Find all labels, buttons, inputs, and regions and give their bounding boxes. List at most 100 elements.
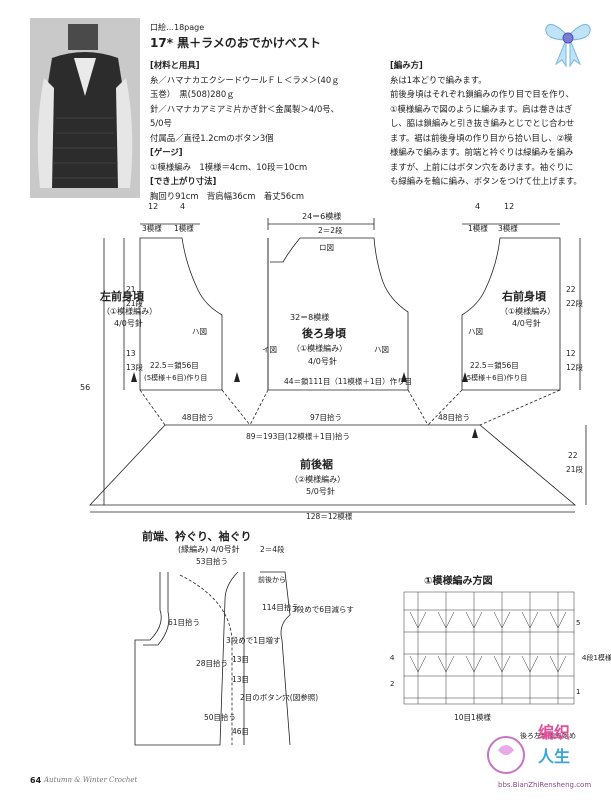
side-left-c: 13 (126, 349, 136, 358)
chart-row-5: 5 (576, 619, 580, 627)
back-bottom: 44＝鎖111目（11模様＋1目）作り目 (284, 376, 412, 386)
edging-114: 114目拾う (262, 602, 299, 612)
edging-rows: 2＝4段 (260, 544, 285, 554)
left-front-bottom2: (5模様＋6目)作り目 (144, 373, 207, 382)
side-right-f: 21段 (566, 464, 584, 474)
materials-section: [材料と用具] 糸／ハマナカエクシードウールＦＬ＜ラメ＞(40ｇ 玉巻） 黒(5… (150, 58, 385, 203)
side-left-b: 21段 (126, 298, 144, 308)
method-line: 様編みで編みます。前端と衿ぐりは緑編みを編み (390, 147, 574, 157)
gauge-line: ①模様編み 1模様＝4cm、10段＝10cm (150, 161, 308, 172)
method-section: [編み方] 糸は1本どりで編みます。 前後身頃はそれぞれ鎖編みの作り目で目を作り… (390, 58, 605, 189)
hem-pattern: （②模様編み） (290, 474, 345, 484)
right-front-needle: 4/0号針 (512, 318, 541, 328)
svg-text:人生: 人生 (538, 747, 570, 766)
edging-title: 前端、衿ぐり、袖ぐり (142, 529, 252, 543)
left-front-needle: 4/0号針 (114, 318, 143, 328)
edging-pick-28: 28目拾う (196, 658, 228, 668)
chart-row-4: 4 (390, 654, 395, 662)
right-front-bottom: 22.5＝鎖56目 (470, 360, 519, 370)
edging-46: 46目 (232, 727, 249, 736)
back-title: 後ろ身頃 (302, 326, 347, 340)
hem-pick-right: 48目拾う (438, 412, 470, 422)
back-ha-label: ハ図 (374, 345, 389, 354)
method-line: 糸は1本どりで編みます。 (390, 74, 487, 85)
chart-row-2: 2 (390, 680, 394, 688)
back-top-width: 24＝6模様 (302, 211, 341, 221)
page-number: 64 (30, 776, 42, 785)
edging-left-outline (134, 571, 239, 746)
footer-publication: Autumn & Winter Crochet (44, 776, 138, 784)
chart-grid (403, 591, 575, 705)
edging-13b: 13目 (232, 675, 249, 684)
materials-line: 針／ハマナカアミアミ片かぎ針＜金属製＞4/0号、 (150, 103, 340, 114)
back-pattern: （①模様編み） (292, 343, 347, 353)
hem-pick-left: 48目拾う (182, 412, 214, 422)
side-right-c: 12 (566, 349, 576, 358)
method-heading: [編み方] (390, 60, 423, 70)
hem-outline (89, 424, 577, 506)
right-dim-b: 1模様 (468, 223, 488, 233)
side-right-b: 22段 (566, 298, 584, 308)
chart-right-side: 4段1模様 (582, 653, 611, 662)
edging-inc: 3段めで1目増す (226, 635, 281, 645)
left-dim-a: 12 (148, 202, 158, 211)
chart-title: ①模様編み方図 (424, 574, 492, 587)
hem-pick-mid: 97目拾う (310, 412, 342, 422)
right-ha-label: ハ図 (468, 327, 483, 336)
materials-line: 糸／ハマナカエクシードウールＦＬ＜ラメ＞(40ｇ (150, 74, 340, 85)
left-dim-d: 1模様 (174, 223, 194, 233)
site-watermark-logo: 编织 人生 (476, 700, 606, 790)
left-ha-label: ハ図 (192, 327, 207, 336)
side-left-d: 13段 (126, 362, 144, 372)
edging-dec: 3段めで6目減らす (292, 604, 354, 614)
edging-sub: (縁編み) 4/0号針 (178, 544, 240, 554)
side-right-a: 22 (566, 285, 576, 294)
edging-buttonhole: 2目のボタン穴(図参照) (240, 692, 318, 702)
method-line: し、脇は鎖編みと引き抜き編みとじでとじ合わせ (390, 118, 575, 128)
size-line: 胸回り91cm 背肩幅36cm 着丈56cm (150, 190, 305, 201)
method-line: ①模様編みで図のように編みます。肩は巻きはぎ (390, 103, 573, 114)
side-left-a: 21 (126, 285, 136, 294)
back-outline (267, 237, 409, 391)
materials-line: 付属品／直径1.2cmのボタン3個 (150, 132, 274, 143)
left-dim-b: 3模様 (142, 223, 162, 233)
page-reference: 口絵…18page (150, 23, 205, 32)
left-front-outline (139, 237, 223, 391)
size-heading: [でき上がり寸法] (150, 176, 217, 186)
ro-figure-label: ロ図 (319, 243, 334, 252)
edging-pick-top: 53目拾う (196, 556, 228, 566)
hem-title: 前後裾 (300, 457, 333, 471)
edging-pick-61: 61目拾う (168, 617, 200, 627)
edging-pick-50: 50目拾う (204, 712, 236, 722)
total-length: 56 (80, 383, 90, 392)
right-front-outline (461, 237, 561, 391)
garment-photo (30, 18, 140, 198)
right-dim-a: 4 (475, 202, 480, 211)
hem-bottom: 128＝12模様 (306, 511, 353, 521)
method-line: ますが、上前にはボタン穴をあけます。袖ぐりに (390, 161, 574, 172)
back-width: 32＝8模様 (290, 312, 329, 322)
back-needle: 4/0号針 (308, 356, 337, 366)
method-line: 前後身頃はそれぞれ鎖編みの作り目で目を作り、 (390, 89, 574, 99)
pattern-title: 17* 黒＋ラメのおでかけベスト (150, 36, 322, 50)
right-dim-d: 3模様 (498, 223, 518, 233)
hem-needle: 5/0号針 (306, 486, 335, 496)
photo-image (30, 18, 140, 198)
left-dim-c: 4 (180, 202, 185, 211)
back-top-rows: 2＝2段 (318, 225, 343, 235)
ribbon-icon (540, 14, 596, 70)
materials-heading: [材料と用具] (150, 60, 200, 70)
edging-right-outline (243, 571, 291, 746)
hem-top: 89＝193目(12模様＋1目)拾う (246, 431, 350, 441)
right-front-pattern: （①模様編み） (500, 306, 555, 316)
edging-13a: 13目 (232, 655, 249, 664)
left-front-bottom: 22.5＝鎖56目 (150, 360, 199, 370)
side-right-e: 22 (568, 451, 578, 460)
right-front-title: 右前身頃 (501, 289, 547, 303)
svg-text:编织: 编织 (538, 723, 570, 742)
gauge-heading: [ゲージ] (150, 147, 183, 157)
back-i-label: イ図 (262, 345, 277, 354)
side-right-d: 12段 (566, 362, 584, 372)
right-front-bottom2: (5模様＋6目)作り目 (464, 373, 527, 382)
chart-row-1: 1 (576, 688, 580, 696)
